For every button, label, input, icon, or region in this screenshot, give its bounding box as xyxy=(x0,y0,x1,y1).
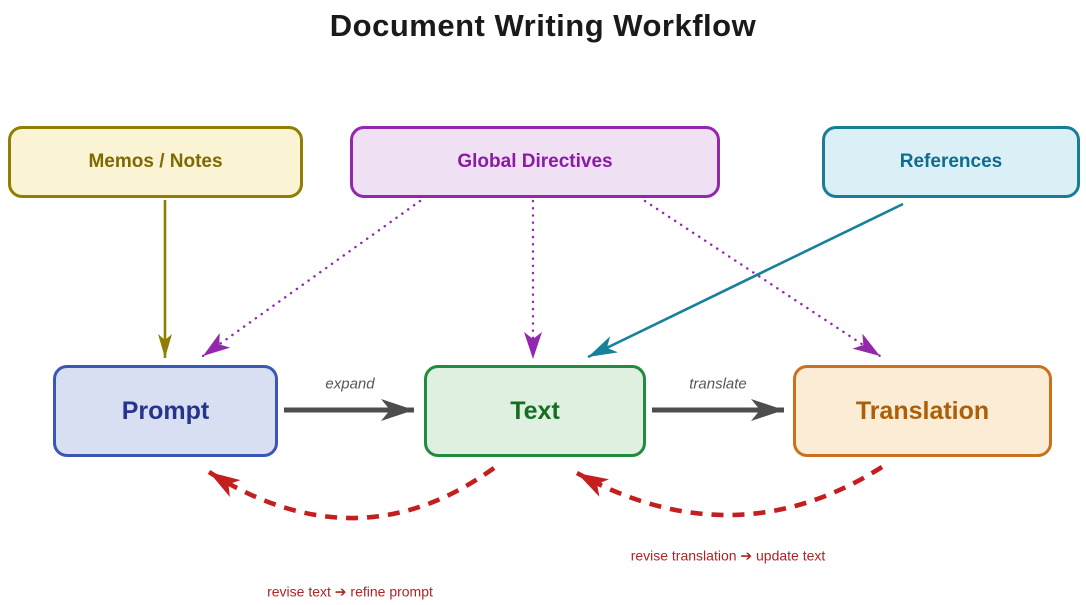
edge-global-directives-to-translation xyxy=(643,199,882,358)
node-memos-notes-label: Memos / Notes xyxy=(88,151,223,172)
node-translation-label: Translation xyxy=(855,396,990,425)
edge-global-directives-to-prompt xyxy=(201,199,422,358)
node-global-directives: Global Directives xyxy=(350,126,720,198)
edge-label-revise-translation: revise translation ➔ update text xyxy=(630,547,826,564)
node-references-label: References xyxy=(899,151,1003,172)
edge-translation-to-text xyxy=(575,465,884,518)
node-text: Text xyxy=(424,365,646,457)
node-references: References xyxy=(822,126,1080,198)
edge-label-expand: expand xyxy=(325,375,375,393)
edge-label-revise-text: revise text ➔ refine prompt xyxy=(267,583,433,600)
node-global-directives-label: Global Directives xyxy=(457,151,613,172)
edge-label-translate: translate xyxy=(689,375,747,393)
node-prompt-label: Prompt xyxy=(121,396,210,425)
node-translation: Translation xyxy=(793,365,1052,457)
node-prompt: Prompt xyxy=(53,365,278,457)
edge-text-to-prompt xyxy=(207,466,496,521)
node-text-label: Text xyxy=(510,396,560,425)
edge-references-to-text xyxy=(587,202,904,359)
node-memos-notes: Memos / Notes xyxy=(8,126,303,198)
diagram-title: Document Writing Workflow xyxy=(329,8,757,43)
